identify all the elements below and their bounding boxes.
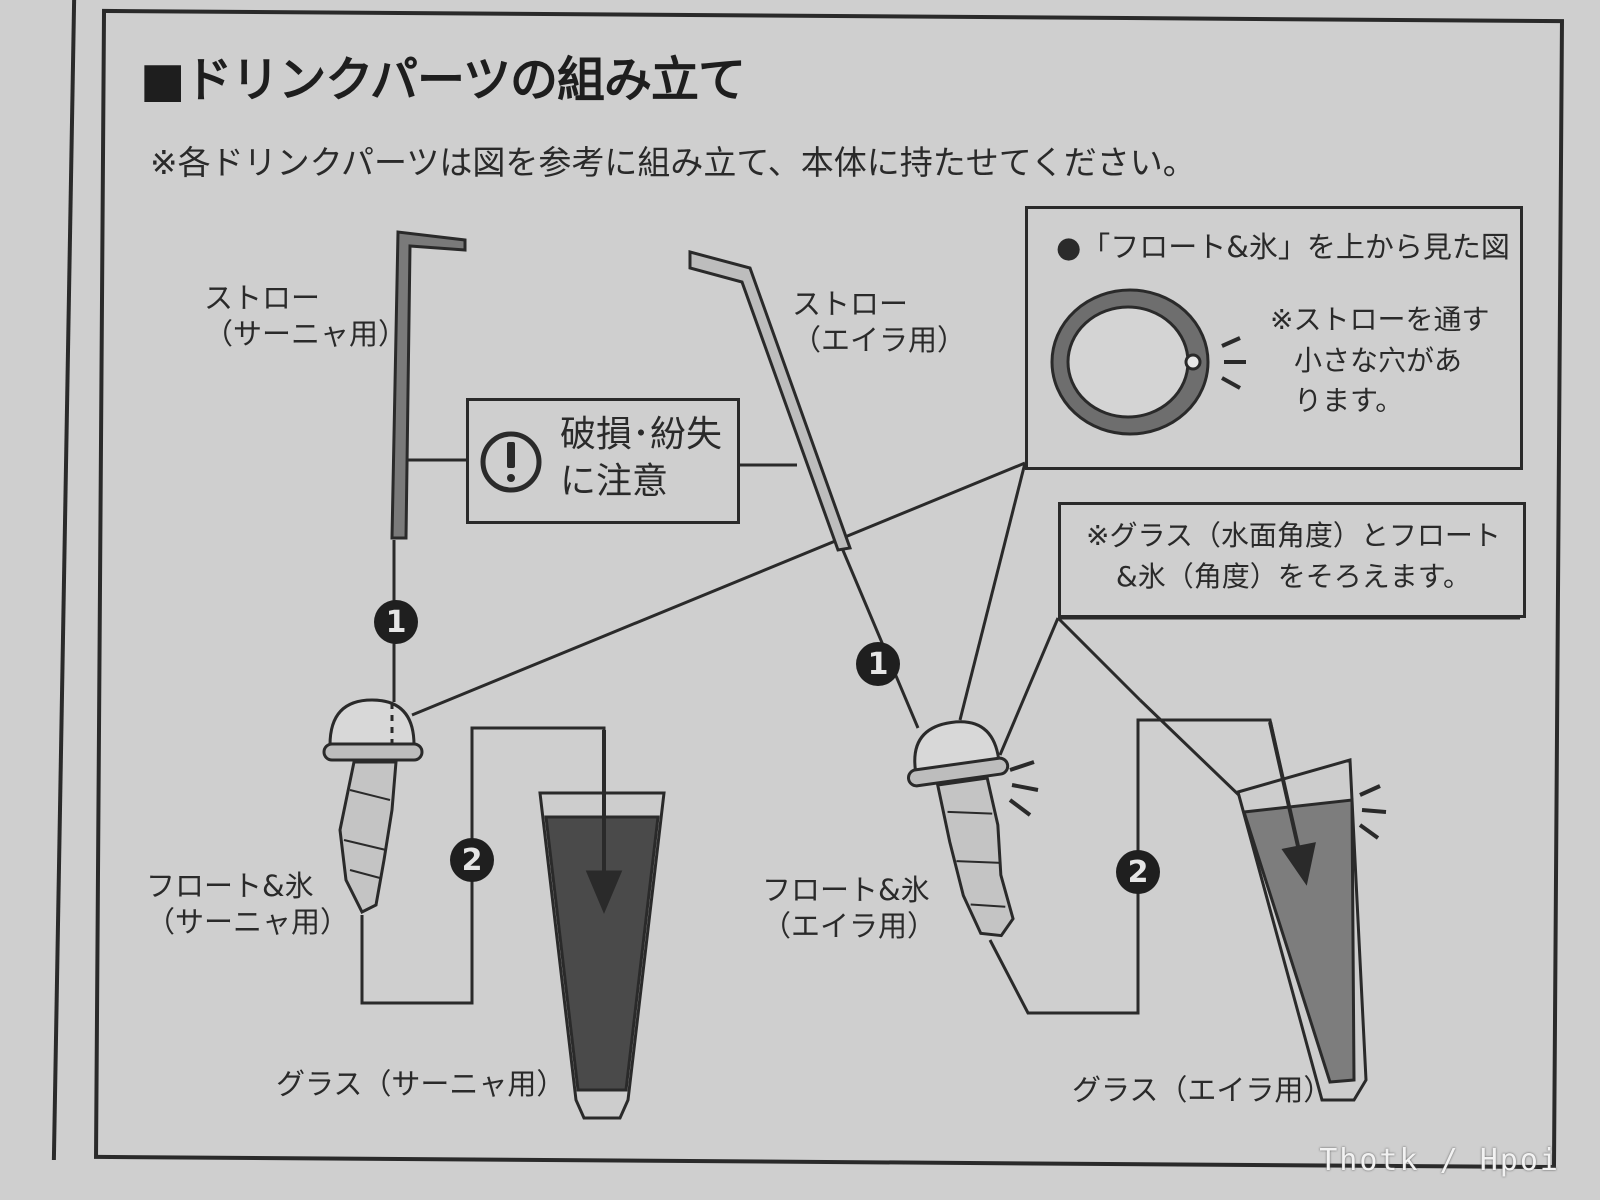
angle-note-line1: ※グラス（水面角度）とフロート — [1086, 519, 1501, 552]
page-title: ■ドリンクパーツの組み立て — [140, 52, 746, 108]
emphasis-ticks-ring — [1221, 336, 1246, 390]
float-sanya-shape — [322, 698, 424, 915]
straw-sanya-shape — [390, 230, 467, 540]
top-view-title: ●「フロート&氷」を上から見た図 — [1056, 230, 1510, 264]
float-eila-label-line2: （エイラ用） — [762, 909, 937, 944]
warning-line2: に注意 — [560, 460, 669, 502]
top-view-note-line2: 小さな穴があ — [1294, 343, 1463, 377]
glass-sanya-label: グラス（サーニャ用） — [276, 1067, 566, 1101]
step-badge-2-sanya: 2 — [450, 838, 494, 882]
step-badge-1-eila: 1 — [856, 642, 900, 686]
top-view-ring — [1050, 288, 1210, 436]
watermark: Thotk / Hpoi — [1319, 1143, 1560, 1178]
straw-eila-label-line1: ストロー — [792, 287, 909, 321]
step-badge-2-eila: 2 — [1116, 850, 1160, 894]
emphasis-ticks-float — [1008, 760, 1039, 817]
straw-eila-label: ストロー （エイラ用） — [792, 286, 966, 359]
angle-note: ※グラス（水面角度）とフロート &氷（角度）をそろえます。 — [1086, 516, 1501, 597]
warning-line1: 破損･紛失 — [560, 414, 723, 455]
angle-note-box — [1058, 502, 1526, 618]
glass-eila-label: グラス（エイラ用） — [1072, 1073, 1333, 1107]
float-eila-label-line1: フロート&氷 — [762, 873, 930, 907]
top-view-note: ※ストローを通す 小さな穴があ ります。 — [1270, 300, 1489, 422]
glass-sanya-shape — [538, 730, 666, 1120]
float-eila-label: フロート&氷 （エイラ用） — [762, 872, 936, 945]
straw-eila-label-line2: （エイラ用） — [792, 323, 967, 358]
warning-icon — [480, 431, 542, 493]
top-view-note-line1: ※ストローを通す — [1270, 303, 1490, 336]
emphasis-ticks-glass — [1358, 784, 1387, 840]
straw-sanya-label: ストロー （サーニャ用） — [204, 280, 407, 353]
warning-text: 破損･紛失 に注意 — [560, 412, 722, 506]
float-sanya-label-line1: フロート&氷 — [146, 869, 314, 903]
top-view-note-line3: ります。 — [1294, 384, 1404, 418]
float-sanya-label-line2: （サーニャ用） — [146, 905, 350, 940]
float-eila-shape — [906, 720, 1015, 938]
straw-sanya-label-line1: ストロー — [204, 281, 321, 315]
glass-eila-shape — [1236, 721, 1368, 1102]
angle-note-line2: &氷（角度）をそろえます。 — [1115, 559, 1471, 593]
straw-eila-shape — [688, 250, 853, 552]
connector-lines — [360, 458, 1520, 1015]
step-badge-1-sanya: 1 — [374, 600, 418, 644]
warning-box — [466, 398, 740, 524]
straw-sanya-label-line2: （サーニャ用） — [204, 317, 408, 352]
top-view-box — [1025, 206, 1523, 470]
page-subtitle: ※各ドリンクパーツは図を参考に組み立て、本体に持たせてください。 — [150, 143, 1196, 182]
float-sanya-label: フロート&氷 （サーニャ用） — [146, 868, 349, 941]
